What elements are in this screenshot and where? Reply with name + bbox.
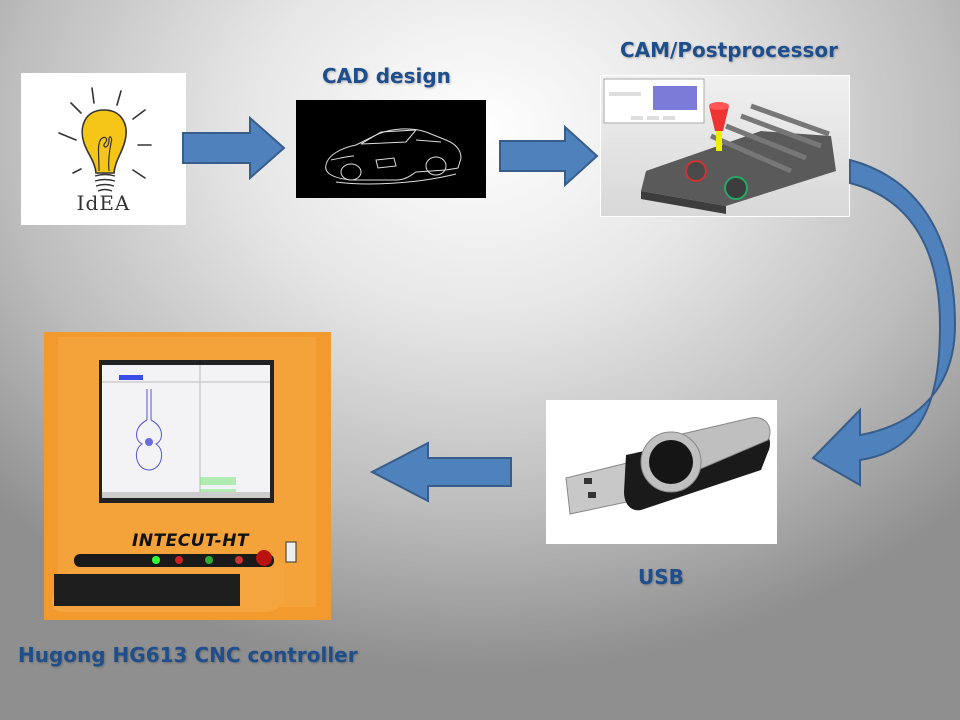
arrow-curved-down-icon xyxy=(811,158,957,487)
arrow-right-icon xyxy=(182,115,286,180)
cad-design-image xyxy=(296,100,486,198)
idea-text: IdEA xyxy=(76,191,131,215)
car-sketch-icon xyxy=(325,128,462,185)
cnc-controller-image: INTECUT-HT xyxy=(44,332,331,620)
arrow-right-icon xyxy=(499,124,599,188)
cam-toolpath-icon xyxy=(603,78,836,214)
usb-label: USB xyxy=(638,565,684,589)
usb-drive-icon xyxy=(565,417,771,515)
cnc-controller-label: Hugong HG613 CNC controller xyxy=(18,643,358,667)
cam-postprocessor-label: CAM/Postprocessor xyxy=(620,38,838,62)
lightbulb-icon xyxy=(58,87,152,192)
arrow-left-icon xyxy=(369,441,512,503)
intecut-brand-text: INTECUT-HT xyxy=(132,531,250,551)
cam-image xyxy=(600,75,850,217)
cad-design-label: CAD design xyxy=(322,64,451,88)
cnc-controller-icon xyxy=(44,332,331,620)
usb-image xyxy=(546,400,777,544)
idea-image: IdEA xyxy=(21,73,186,225)
